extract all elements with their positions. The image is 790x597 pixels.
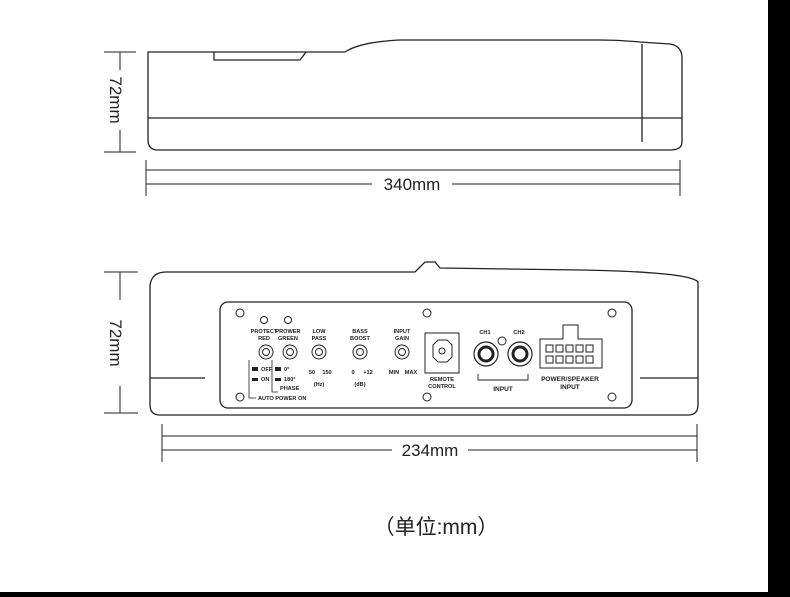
low-pass-min: 50: [309, 370, 315, 376]
auto-power-label: AUTO POWER ON: [258, 396, 306, 402]
remote-connector-icon: [432, 339, 453, 363]
switch-off-icon: [252, 367, 258, 371]
ground-screw-icon: [497, 336, 507, 346]
screw-icon: [607, 392, 617, 402]
panel-screws: [235, 308, 617, 402]
phase-0-label: 0°: [284, 367, 289, 373]
phase-bracket: [271, 360, 278, 393]
front-width-dimension: [161, 424, 698, 462]
screw-icon: [422, 392, 432, 402]
phase-180-label: 180°: [284, 377, 296, 383]
input-label: INPUT: [493, 386, 513, 393]
phase-label: PHASE: [280, 386, 300, 392]
side-height-label: 72mm: [106, 76, 125, 123]
low-pass-max: 150: [322, 370, 331, 376]
ch2-rca-jack-icon: [507, 341, 533, 367]
bass-boost-max: +12: [363, 370, 373, 376]
front-width-label: 234mm: [402, 441, 459, 460]
remote-label-2: CONTROL: [428, 384, 456, 390]
phase-switch-icon: [282, 344, 298, 360]
front-body-outline: [149, 261, 699, 416]
protect-color-label: RED: [258, 336, 270, 342]
switch-on-icon: [252, 378, 258, 381]
ch1-label: CH1: [479, 330, 490, 336]
diagram-canvas: 72mm 340mm PROTECT RED PROWER GREEN: [0, 0, 768, 592]
switch-off-label: OFF: [261, 367, 273, 373]
side-length-label: 340mm: [384, 175, 441, 194]
low-pass-label-2: PASS: [312, 336, 327, 342]
switch-on-label: ON: [261, 377, 269, 383]
low-pass-label-1: LOW: [312, 329, 326, 335]
screw-icon: [422, 308, 432, 318]
bass-boost-unit: (dB): [354, 382, 365, 388]
input-bracket: [477, 374, 529, 381]
power-speaker-label-2: INPUT: [560, 384, 580, 391]
bass-boost-min: 0: [351, 370, 354, 376]
low-pass-unit: (Hz): [314, 382, 325, 388]
dimension-drawing: 72mm 340mm PROTECT RED PROWER GREEN: [104, 39, 699, 539]
power-label: PROWER: [275, 329, 300, 335]
screw-icon: [235, 308, 245, 318]
side-top-notch: [213, 51, 307, 61]
input-gain-knob-icon: [394, 344, 410, 360]
power-speaker-connector: [539, 324, 603, 369]
ch2-label: CH2: [513, 330, 524, 336]
front-height-label: 72mm: [106, 319, 125, 366]
screw-icon: [235, 392, 245, 402]
remote-control-port: [424, 332, 460, 374]
bass-boost-label-2: BOOST: [350, 336, 370, 342]
gain-max: MAX: [405, 370, 418, 376]
right-edge-bar: [768, 0, 790, 592]
low-pass-knob-icon: [311, 344, 327, 360]
auto-power-switch-icon: [258, 344, 274, 360]
side-body-outline: [147, 39, 683, 151]
front-view: [149, 261, 699, 416]
remote-label-1: REMOTE: [430, 377, 454, 383]
control-panel-outline: [219, 301, 633, 409]
gain-min: MIN: [389, 370, 399, 376]
side-height-dimension: [104, 51, 136, 153]
input-gain-label-1: INPUT: [394, 329, 411, 335]
side-view: [147, 39, 683, 151]
ch1-rca-jack-icon: [473, 341, 499, 367]
power-led-icon: [284, 316, 292, 324]
unit-note: （单位:mm）: [374, 516, 499, 539]
screw-icon: [607, 308, 617, 318]
auto-power-bracket: [248, 360, 256, 399]
bass-boost-knob-icon: [352, 344, 368, 360]
side-length-dimension: [145, 160, 681, 196]
phase-180-icon: [275, 378, 281, 381]
input-gain-label-2: GAIN: [395, 336, 409, 342]
protect-led-icon: [260, 316, 268, 324]
front-height-dimension: [104, 271, 138, 414]
bass-boost-label-1: BASS: [352, 329, 368, 335]
protect-label: PROTECT: [251, 329, 278, 335]
power-speaker-label-1: POWER/SPEAKER: [541, 376, 599, 383]
power-color-label: GREEN: [278, 336, 298, 342]
phase-0-icon: [275, 367, 281, 371]
